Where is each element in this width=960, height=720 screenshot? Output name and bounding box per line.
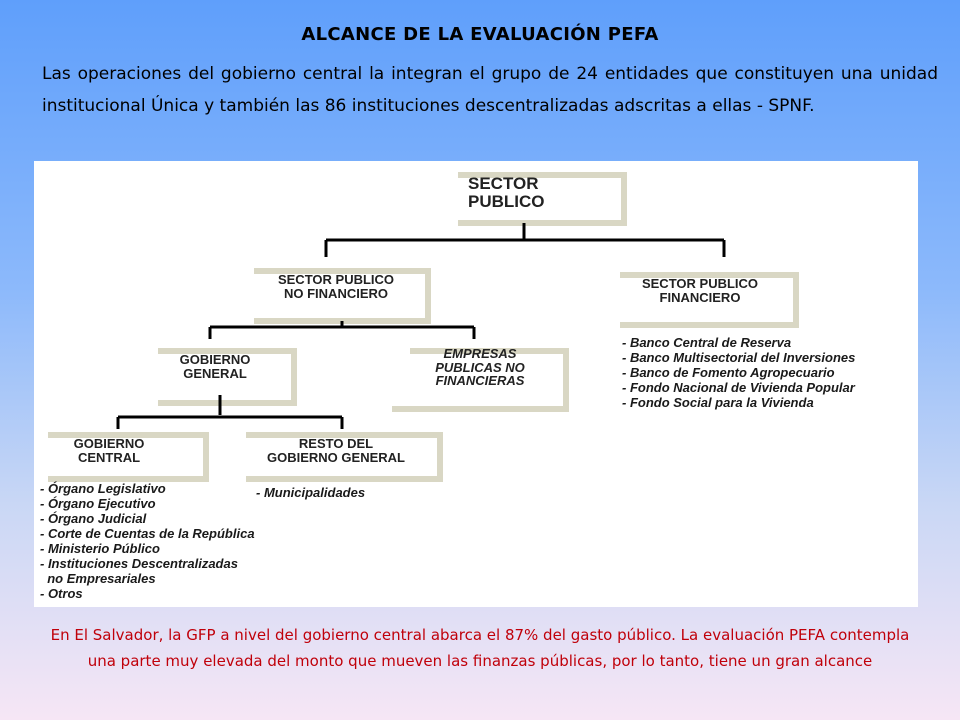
- empresas-line2: PUBLICAS NO: [435, 359, 525, 375]
- closing-paragraph: En El Salvador, la GFP a nivel del gobie…: [50, 626, 910, 670]
- connector-gobierno-general: [116, 395, 344, 429]
- gobierno-general-box-frame: [158, 348, 297, 406]
- sector-publico-line2: PUBLICO: [468, 191, 545, 211]
- resto-list: - Municipalidades: [256, 485, 365, 500]
- gobierno-central-box: GOBIERNO CENTRAL: [54, 437, 164, 464]
- list-item: - Banco Central de Reserva: [622, 335, 792, 350]
- spnf-line2: NO FINANCIERO: [284, 285, 388, 301]
- list-item: - Otros: [40, 586, 83, 601]
- resto-box: RESTO DEL GOBIERNO GENERAL: [246, 437, 426, 464]
- list-item: - Municipalidades: [256, 485, 366, 500]
- resto-box-frame: [246, 432, 443, 482]
- list-item: - Órgano Legislativo: [40, 481, 166, 496]
- gobierno-central-line1: GOBIERNO: [73, 436, 145, 451]
- spf-line1: SECTOR PUBLICO: [641, 276, 759, 291]
- spnf-line1: SECTOR PUBLICO: [277, 272, 395, 287]
- empresas-line3: FINANCIERAS: [435, 373, 525, 389]
- resto-line1: RESTO DEL: [298, 436, 374, 451]
- org-chart-lines: [48, 172, 799, 482]
- resto-line2: GOBIERNO GENERAL: [267, 449, 405, 465]
- list-item: - Instituciones Descentralizadas: [40, 556, 238, 571]
- gobierno-general-box: GOBIERNO GENERAL: [160, 353, 270, 380]
- list-item: - Órgano Ejecutivo: [40, 496, 156, 511]
- sector-publico-box: SECTOR PUBLICO: [468, 175, 598, 211]
- list-item: - Fondo Nacional de Vivienda Popular: [622, 380, 855, 395]
- root-box-frame: [458, 172, 627, 226]
- org-chart-panel: SECTOR PUBLICO SECTOR PUBLICO NO FINANCI…: [34, 161, 918, 607]
- list-item: no Empresariales: [40, 571, 156, 586]
- sector-publico-line1: SECTOR: [468, 174, 539, 193]
- list-item: - Corte de Cuentas de la República: [40, 526, 255, 541]
- gobierno-central-list: - Órgano Legislativo - Órgano Ejecutivo …: [40, 481, 255, 601]
- empresas-line1: EMPRESAS: [443, 346, 517, 361]
- gobierno-general-line2: GENERAL: [183, 365, 247, 381]
- intro-paragraph: Las operaciones del gobierno central la …: [42, 64, 938, 116]
- financiero-list: - Banco Central de Reserva - Banco Multi…: [622, 335, 855, 410]
- gobierno-general-line1: GOBIERNO: [179, 352, 251, 367]
- empresas-box: EMPRESAS PUBLICAS NO FINANCIERAS: [410, 347, 550, 388]
- gobierno-central-line2: CENTRAL: [77, 449, 141, 465]
- slide-title: ALCANCE DE LA EVALUACIÓN PEFA: [301, 24, 659, 45]
- spf-box-frame: [620, 272, 799, 328]
- gobierno-central-box-frame: [48, 432, 209, 482]
- empresas-box-frame: [392, 348, 569, 412]
- spf-box: SECTOR PUBLICO FINANCIERO: [620, 277, 780, 304]
- list-item: - Fondo Social para la Vivienda: [622, 395, 814, 410]
- spnf-box: SECTOR PUBLICO NO FINANCIERO: [256, 273, 416, 300]
- connector-spnf: [208, 321, 476, 339]
- list-item: - Banco de Fomento Agropecuario: [622, 365, 835, 380]
- spf-line2: FINANCIERO: [659, 289, 741, 305]
- list-item: - Órgano Judicial: [40, 511, 147, 526]
- list-item: - Ministerio Público: [40, 541, 160, 556]
- connector-root: [324, 223, 726, 257]
- list-item: - Banco Multisectorial del Inversiones: [622, 350, 856, 365]
